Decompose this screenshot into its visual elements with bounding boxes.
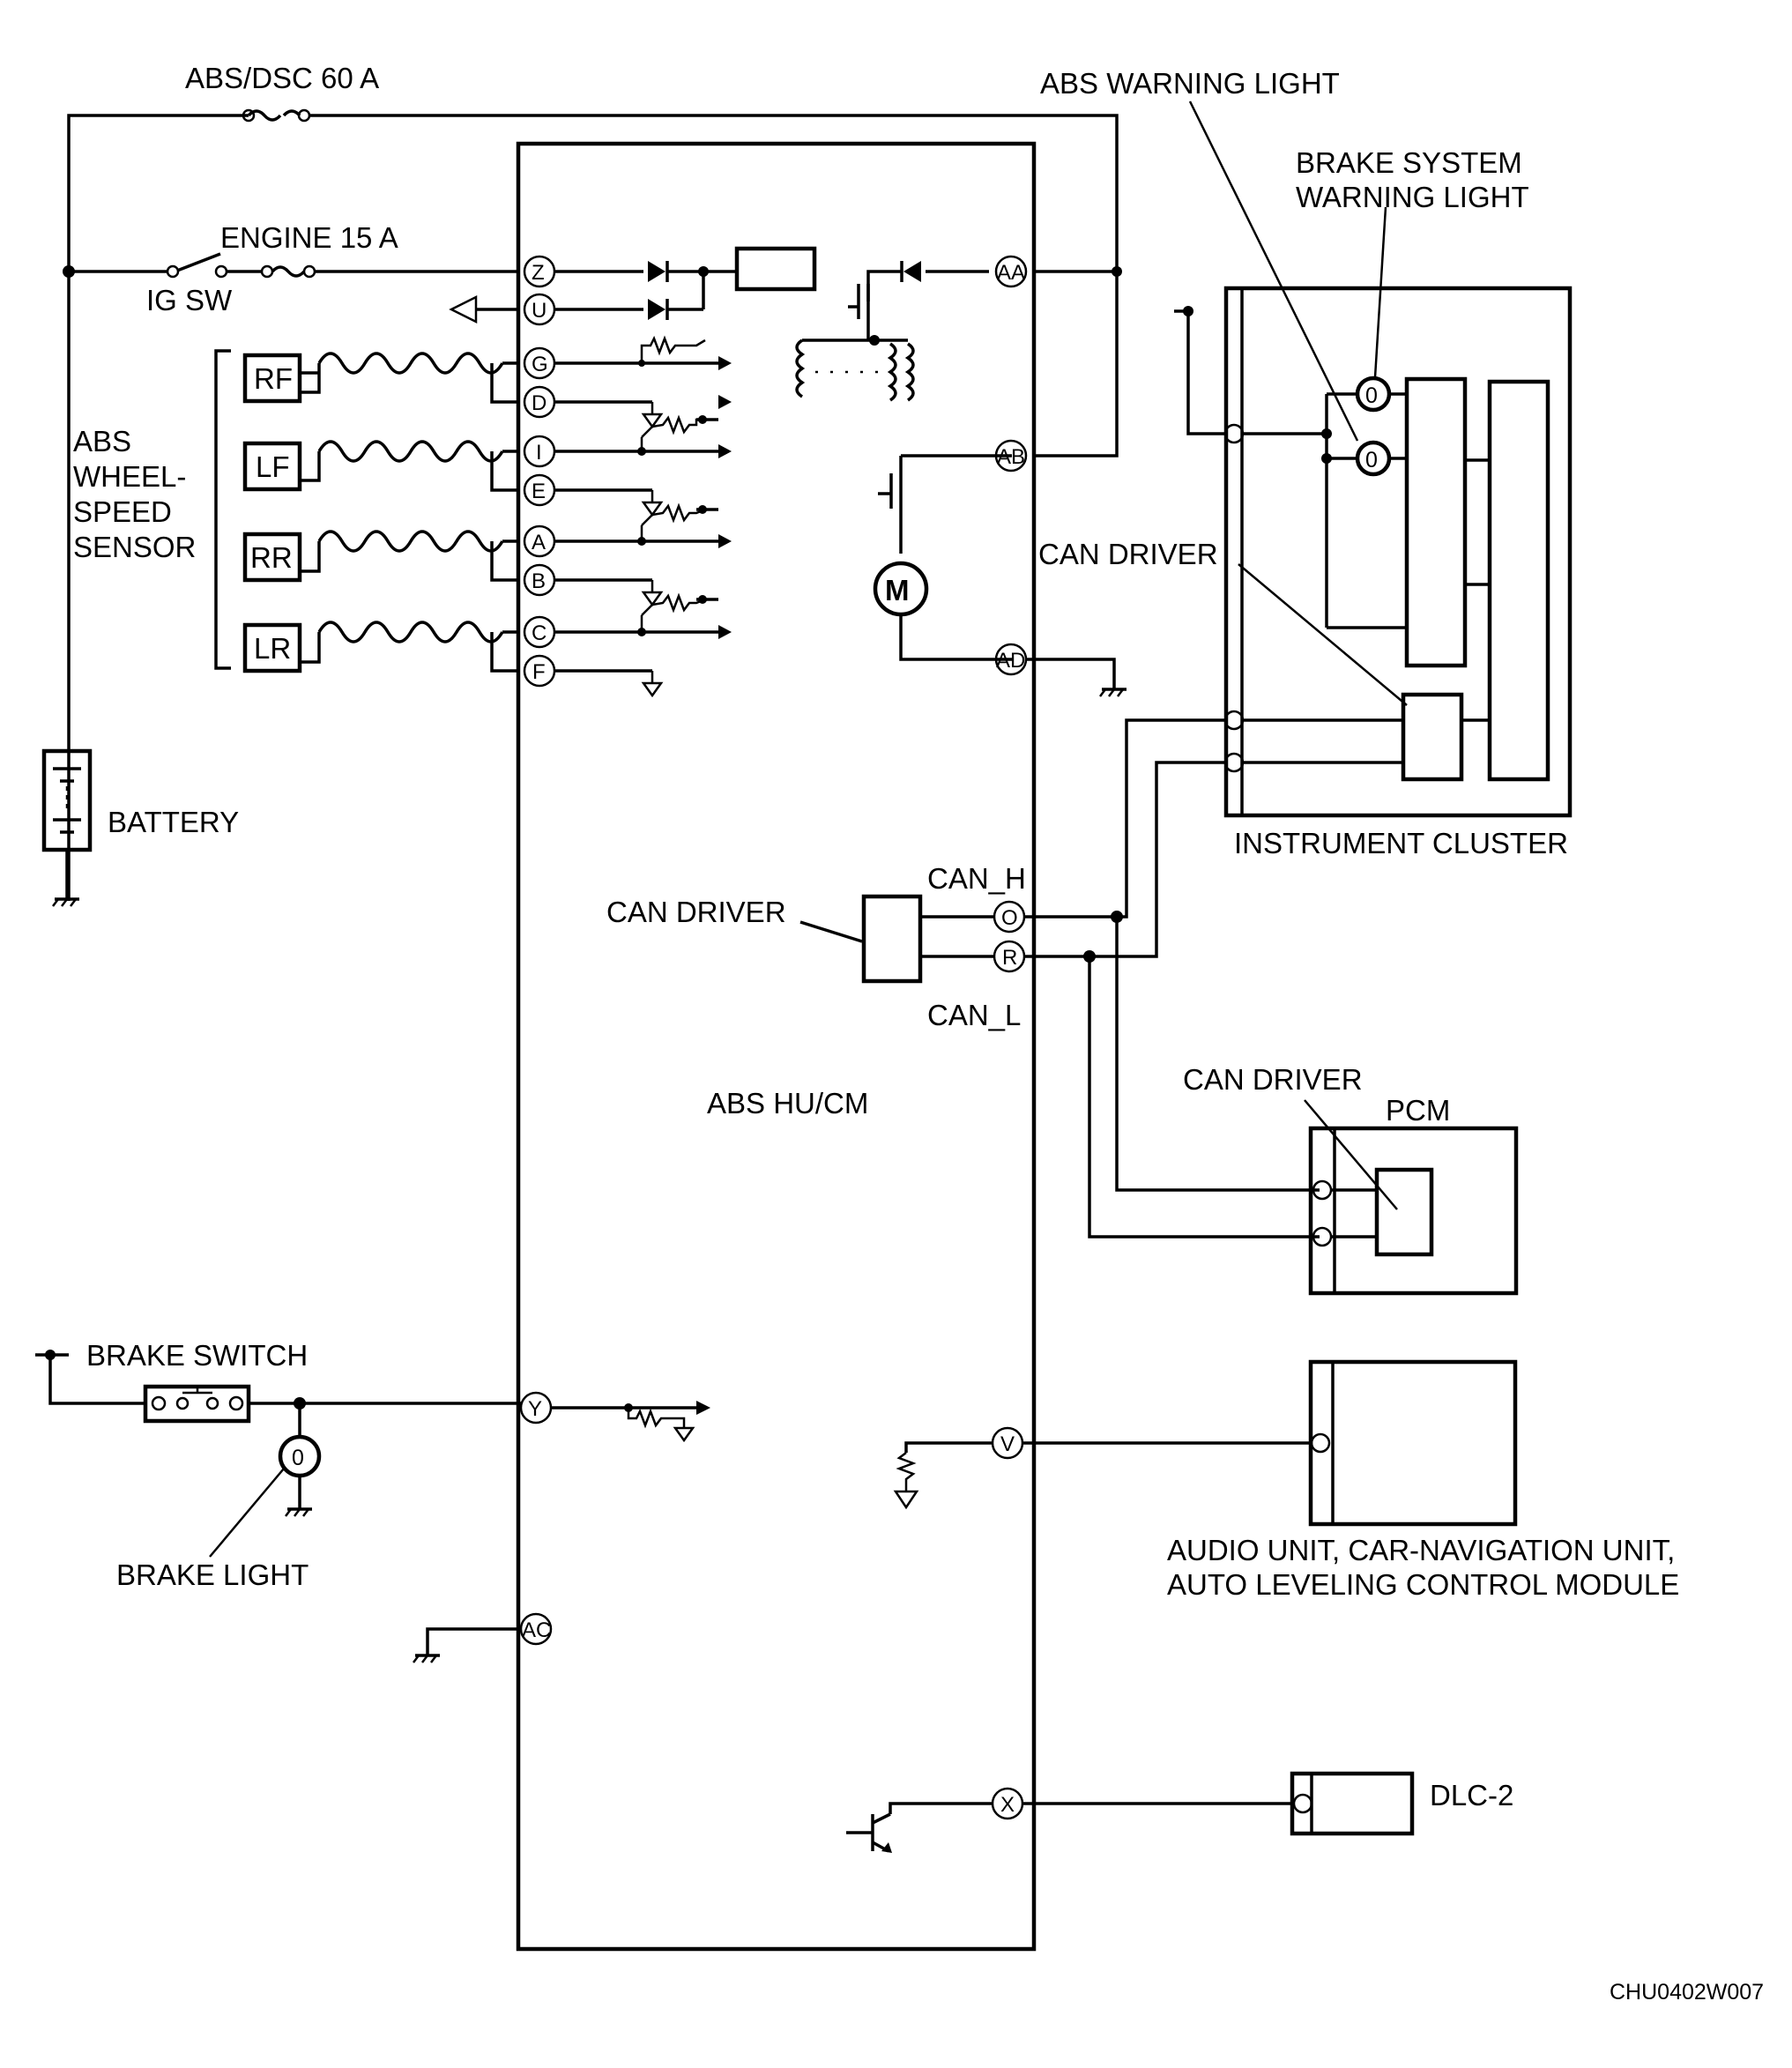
svg-text:AD: AD — [996, 649, 1025, 673]
svg-text:LF: LF — [256, 450, 290, 483]
sensor-rf: RF — [242, 352, 518, 404]
brake-warning-light-leader — [1373, 206, 1387, 378]
left-pin-u: U — [523, 293, 556, 326]
svg-text:AB: AB — [997, 445, 1025, 469]
abs-hu-cm-box — [516, 141, 1037, 1952]
left-pin-y: Y — [519, 1391, 553, 1425]
wheel-speed-sensor-label-1: ABS — [73, 425, 131, 457]
sensor-lf: LF — [242, 440, 518, 492]
brake-system-warning-light-label-2: WARNING LIGHT — [1296, 181, 1529, 213]
right-pin-ab: AB — [994, 439, 1028, 472]
svg-text:F: F — [532, 660, 546, 684]
left-pin-g: G — [523, 346, 556, 380]
brake-light-label: BRAKE LIGHT — [116, 1558, 309, 1591]
brake-switch-circuit: 0 — [35, 1350, 521, 1558]
audio-unit-label-1: AUDIO UNIT, CAR-NAVIGATION UNIT, — [1167, 1534, 1675, 1566]
sensor-lr: LR — [242, 621, 518, 673]
left-pin-d: D — [523, 385, 556, 419]
right-pin-ad: AD — [994, 643, 1028, 676]
left-pin-z: Z — [523, 255, 556, 288]
svg-text:Y: Y — [528, 1397, 542, 1421]
can-driver-cluster-leader — [1238, 563, 1408, 706]
left-pin-f: F — [523, 654, 556, 688]
brake-switch-label: BRAKE SWITCH — [86, 1339, 308, 1372]
figure-code: CHU0402W007 — [1610, 1980, 1764, 2005]
right-pin-aa: AA — [994, 255, 1028, 288]
right-pin-x: X — [991, 1787, 1024, 1820]
abs-warning-light-label: ABS WARNING LIGHT — [1040, 67, 1340, 100]
abs-dsc-fuse-label: ABS/DSC 60 A — [185, 62, 379, 94]
left-pin-a: A — [523, 524, 556, 558]
brake-system-warning-light-label-1: BRAKE SYSTEM — [1296, 146, 1522, 179]
left-pin-b: B — [523, 563, 556, 597]
svg-text:0: 0 — [292, 1446, 304, 1470]
svg-text:X: X — [1000, 1793, 1015, 1817]
can-driver-module-box — [861, 894, 923, 984]
left-pin-i: I — [523, 435, 556, 468]
wheel-speed-sensor-label-2: WHEEL- — [73, 460, 186, 493]
svg-text:RF: RF — [254, 362, 293, 395]
svg-text:A: A — [532, 531, 546, 554]
wheel-speed-sensor-label-3: SPEED — [73, 495, 172, 528]
svg-text:U: U — [532, 299, 547, 323]
svg-text:R: R — [1002, 946, 1017, 970]
svg-text:RR: RR — [250, 541, 293, 574]
svg-text:O: O — [1001, 906, 1018, 930]
svg-text:Z: Z — [532, 261, 545, 285]
pcm-label: PCM — [1386, 1094, 1450, 1127]
internal-input-circuits — [413, 246, 817, 1663]
audio-unit-label-2: AUTO LEVELING CONTROL MODULE — [1167, 1568, 1679, 1601]
wheel-speed-sensor-label-4: SENSOR — [73, 531, 196, 563]
can-driver-module-label: CAN DRIVER — [606, 896, 786, 928]
can-h-label: CAN_H — [927, 862, 1026, 895]
audio-unit-circuit — [893, 1359, 1518, 1527]
svg-text:D: D — [532, 391, 547, 415]
sensor-rr: RR — [242, 530, 518, 583]
svg-text:G: G — [532, 353, 548, 376]
battery-symbol — [41, 748, 93, 907]
svg-text:C: C — [532, 621, 547, 645]
can-bus-wiring — [1024, 718, 1320, 1239]
right-pin-o: O — [993, 900, 1026, 934]
svg-text:0: 0 — [1365, 383, 1378, 408]
instrument-cluster: 0 0 — [1174, 286, 1573, 818]
svg-text:B: B — [532, 569, 546, 593]
svg-text:0: 0 — [1365, 448, 1378, 472]
instrument-cluster-label: INSTRUMENT CLUSTER — [1234, 827, 1568, 859]
motor-symbol-label: M — [885, 574, 910, 606]
left-pin-e: E — [523, 473, 556, 507]
svg-text:LR: LR — [254, 632, 291, 665]
power-feed-wiring — [63, 108, 1122, 901]
pcm-module — [1304, 1099, 1519, 1296]
dlc2-label: DLC-2 — [1430, 1779, 1513, 1811]
ad-ground — [1026, 658, 1127, 697]
sensor-bracket — [214, 349, 231, 670]
left-pin-c: C — [523, 615, 556, 649]
engine-fuse-label: ENGINE 15 A — [220, 221, 398, 254]
can-driver-cluster-label: CAN DRIVER — [1038, 538, 1218, 570]
left-pin-ac: AC — [519, 1612, 553, 1646]
battery-label: BATTERY — [108, 806, 239, 838]
internal-output-circuits: M — [795, 261, 1012, 661]
right-pin-v: V — [991, 1426, 1024, 1460]
svg-text:I: I — [536, 441, 542, 465]
right-pin-r: R — [993, 940, 1026, 973]
dlc2-circuit — [846, 1771, 1415, 1853]
abs-warning-light-leader — [1188, 100, 1359, 442]
ig-sw-label: IG SW — [146, 284, 233, 316]
svg-text:E: E — [532, 480, 546, 503]
svg-text:AA: AA — [997, 261, 1025, 285]
abs-hu-cm-label: ABS HU/CM — [707, 1087, 868, 1120]
svg-text:V: V — [1000, 1432, 1015, 1456]
can-l-label: CAN_L — [927, 999, 1021, 1031]
svg-text:AC: AC — [522, 1618, 551, 1642]
can-driver-pcm-label: CAN DRIVER — [1183, 1063, 1363, 1096]
